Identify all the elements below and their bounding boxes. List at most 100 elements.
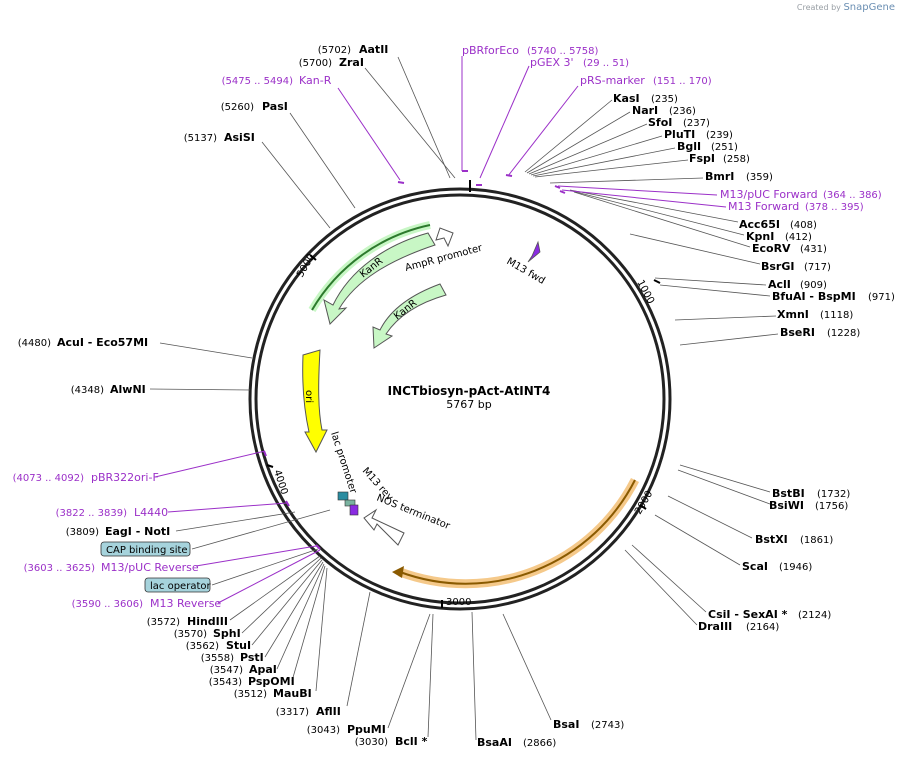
enzyme-bstxi[interactable]: BstXI(1861) — [755, 533, 833, 546]
svg-text:(1946): (1946) — [779, 562, 812, 573]
enzyme-scai[interactable]: ScaI(1946) — [742, 560, 812, 573]
feature-lac-operator[interactable]: lac operator — [144, 548, 319, 593]
enzyme-bsiwi[interactable]: BsiWI(1756) — [769, 499, 848, 512]
enzyme-bmri[interactable]: BmrI(359) — [705, 170, 773, 183]
primer-kan-r[interactable]: (5475 .. 5494) Kan-R — [222, 74, 401, 181]
enzyme-bcli[interactable]: (3030)BclI * — [355, 735, 428, 748]
svg-text:DraIII: DraIII — [698, 620, 732, 633]
svg-text:SphI: SphI — [213, 627, 241, 640]
enzyme-fspi[interactable]: FspI(258) — [689, 152, 750, 165]
enzyme-hindiii[interactable]: (3572)HindIII — [147, 615, 228, 628]
svg-text:BstBI: BstBI — [772, 487, 805, 500]
svg-text:(5475 .. 5494): (5475 .. 5494) — [222, 76, 294, 87]
svg-text:(971): (971) — [868, 292, 895, 303]
svg-text:(5740 .. 5758): (5740 .. 5758) — [527, 46, 599, 57]
primer-pgex-3[interactable]: pGEX 3' (29 .. 51) — [479, 56, 629, 179]
feature-cap-binding-site[interactable]: CAP binding site — [100, 509, 331, 557]
enzyme-apai[interactable]: (3547)ApaI — [210, 663, 277, 676]
enzyme-nari[interactable]: NarI(236) — [632, 104, 696, 117]
svg-text:(3512): (3512) — [234, 689, 267, 700]
svg-text:(5137): (5137) — [184, 133, 217, 144]
svg-text:(5700): (5700) — [299, 58, 332, 69]
snapgene-brand: Created by SnapGene — [796, 2, 895, 13]
enzyme-leads-top-right — [524, 99, 779, 346]
svg-text:AclI: AclI — [768, 278, 791, 291]
enzyme-bgli[interactable]: BglI (251) — [677, 140, 738, 153]
svg-text:pGEX 3': pGEX 3' — [530, 56, 574, 69]
svg-text:BfuAI - BspMI: BfuAI - BspMI — [772, 290, 856, 303]
primer-pbrforeco[interactable]: pBRforEco (5740 .. 5758) — [461, 44, 599, 171]
svg-text:KasI: KasI — [613, 92, 640, 105]
enzyme-bstbi[interactable]: BstBI (1732) — [772, 487, 850, 500]
enzyme-acc65i[interactable]: Acc65I(408) — [739, 218, 817, 231]
svg-text:(2164): (2164) — [746, 622, 779, 633]
enzyme-acui-eco57mi[interactable]: (4480) AcuI - Eco57MI — [18, 336, 253, 359]
enzyme-pasi[interactable]: (5260) PasI — [221, 100, 356, 209]
enzyme-sfoi[interactable]: SfoI(237) — [648, 116, 710, 129]
enzyme-kpni[interactable]: KpnI(412) — [746, 230, 812, 243]
svg-text:(3030): (3030) — [355, 737, 388, 748]
enzyme-maubi[interactable]: (3512)MauBI — [234, 687, 312, 700]
enzyme-bsaai[interactable]: BsaAI(2866) — [477, 736, 556, 749]
enzyme-asisi[interactable]: (5137) AsiSI — [184, 131, 331, 229]
svg-text:(3603 .. 3625): (3603 .. 3625) — [24, 563, 96, 574]
enzyme-ecorv[interactable]: EcoRV(431) — [752, 242, 827, 255]
m13-fwd-arrow — [527, 240, 541, 263]
enzyme-bfuai-bspmi[interactable]: BfuAI - BspMI (971) — [772, 290, 895, 303]
enzyme-xmni[interactable]: XmnI(1118) — [777, 308, 853, 321]
svg-text:(909): (909) — [800, 280, 827, 291]
svg-text:(3570): (3570) — [174, 629, 207, 640]
enzyme-stui[interactable]: (3562)StuI — [186, 639, 251, 652]
primer-m13-puc-forward[interactable]: M13/pUC Forward (364 .. 386) — [557, 185, 882, 201]
svg-text:AflII: AflII — [316, 705, 341, 718]
enzyme-aflii[interactable]: (3317)AflII — [276, 705, 341, 718]
enzyme-aatii[interactable]: (5702) AatII — [318, 43, 451, 179]
backbone-inner — [254, 193, 666, 605]
enzyme-pluti[interactable]: PluTI(239) — [664, 128, 733, 141]
svg-text:(4348): (4348) — [71, 385, 104, 396]
svg-text:BglI: BglI — [677, 140, 701, 153]
svg-text:PstI: PstI — [240, 651, 264, 664]
primer-prs-marker[interactable]: pRS-marker (151 .. 170) — [507, 74, 712, 177]
svg-text:(235): (235) — [651, 94, 678, 105]
svg-text:(4073 .. 4092): (4073 .. 4092) — [13, 473, 85, 484]
enzyme-alwni[interactable]: (4348) AlwNI — [71, 383, 251, 396]
enzyme-bseri[interactable]: BseRI(1228) — [780, 326, 860, 339]
enzyme-bsrgi[interactable]: BsrGI(717) — [761, 260, 831, 273]
svg-text:(3043): (3043) — [307, 725, 340, 736]
svg-text:(1228): (1228) — [827, 328, 860, 339]
svg-text:AatII: AatII — [359, 43, 388, 56]
orange-feature-arc — [398, 477, 640, 589]
svg-text:(1861): (1861) — [800, 535, 833, 546]
primer-l4440[interactable]: (3822 .. 3839) L4440 — [56, 502, 288, 519]
svg-text:(408): (408) — [790, 220, 817, 231]
enzyme-kasi[interactable]: KasI (235) — [613, 92, 678, 105]
enzyme-acli[interactable]: AclI (909) — [768, 278, 827, 291]
svg-text:BsaI: BsaI — [553, 718, 579, 731]
enzyme-zrai[interactable]: (5700) ZraI — [299, 56, 456, 179]
svg-text:(2124): (2124) — [798, 610, 831, 621]
enzyme-sphi[interactable]: (3570) SphI — [174, 627, 241, 640]
primer-m13-forward[interactable]: M13 Forward (378 .. 395) — [561, 189, 864, 213]
svg-text:KpnI: KpnI — [746, 230, 774, 243]
primer-m13-reverse[interactable]: (3590 .. 3606) M13 Reverse — [72, 549, 321, 610]
enzyme-ppumi[interactable]: (3043)PpuMI — [307, 723, 386, 736]
svg-text:(237): (237) — [683, 118, 710, 129]
svg-text:(258): (258) — [723, 154, 750, 165]
svg-text:M13 Reverse: M13 Reverse — [150, 597, 221, 610]
svg-text:(3543): (3543) — [209, 677, 242, 688]
svg-text:(251): (251) — [711, 142, 738, 153]
svg-text:(3590 .. 3606): (3590 .. 3606) — [72, 599, 144, 610]
enzyme-bsai[interactable]: BsaI(2743) — [553, 718, 624, 731]
primer-m13-puc-reverse[interactable]: (3603 .. 3625) M13/pUC Reverse — [24, 545, 317, 574]
svg-text:HindIII: HindIII — [187, 615, 228, 628]
primer-pbr322ori-f[interactable]: (4073 .. 4092) pBR322ori-F — [13, 450, 266, 484]
svg-text:pBRforEco: pBRforEco — [462, 44, 519, 57]
svg-text:AcuI - Eco57MI: AcuI - Eco57MI — [57, 336, 148, 349]
enzyme-eagi-noti[interactable]: (3809) EagI - NotI — [66, 511, 296, 538]
enzyme-csii-sexai[interactable]: CsiI - SexAI *(2124) — [708, 608, 831, 621]
enzyme-pspomi[interactable]: (3543)PspOMI — [209, 675, 295, 688]
enzyme-psti[interactable]: (3558)PstI — [201, 651, 264, 664]
enzyme-draiii[interactable]: DraIII (2164) — [698, 620, 779, 633]
svg-text:(1732): (1732) — [817, 489, 850, 500]
